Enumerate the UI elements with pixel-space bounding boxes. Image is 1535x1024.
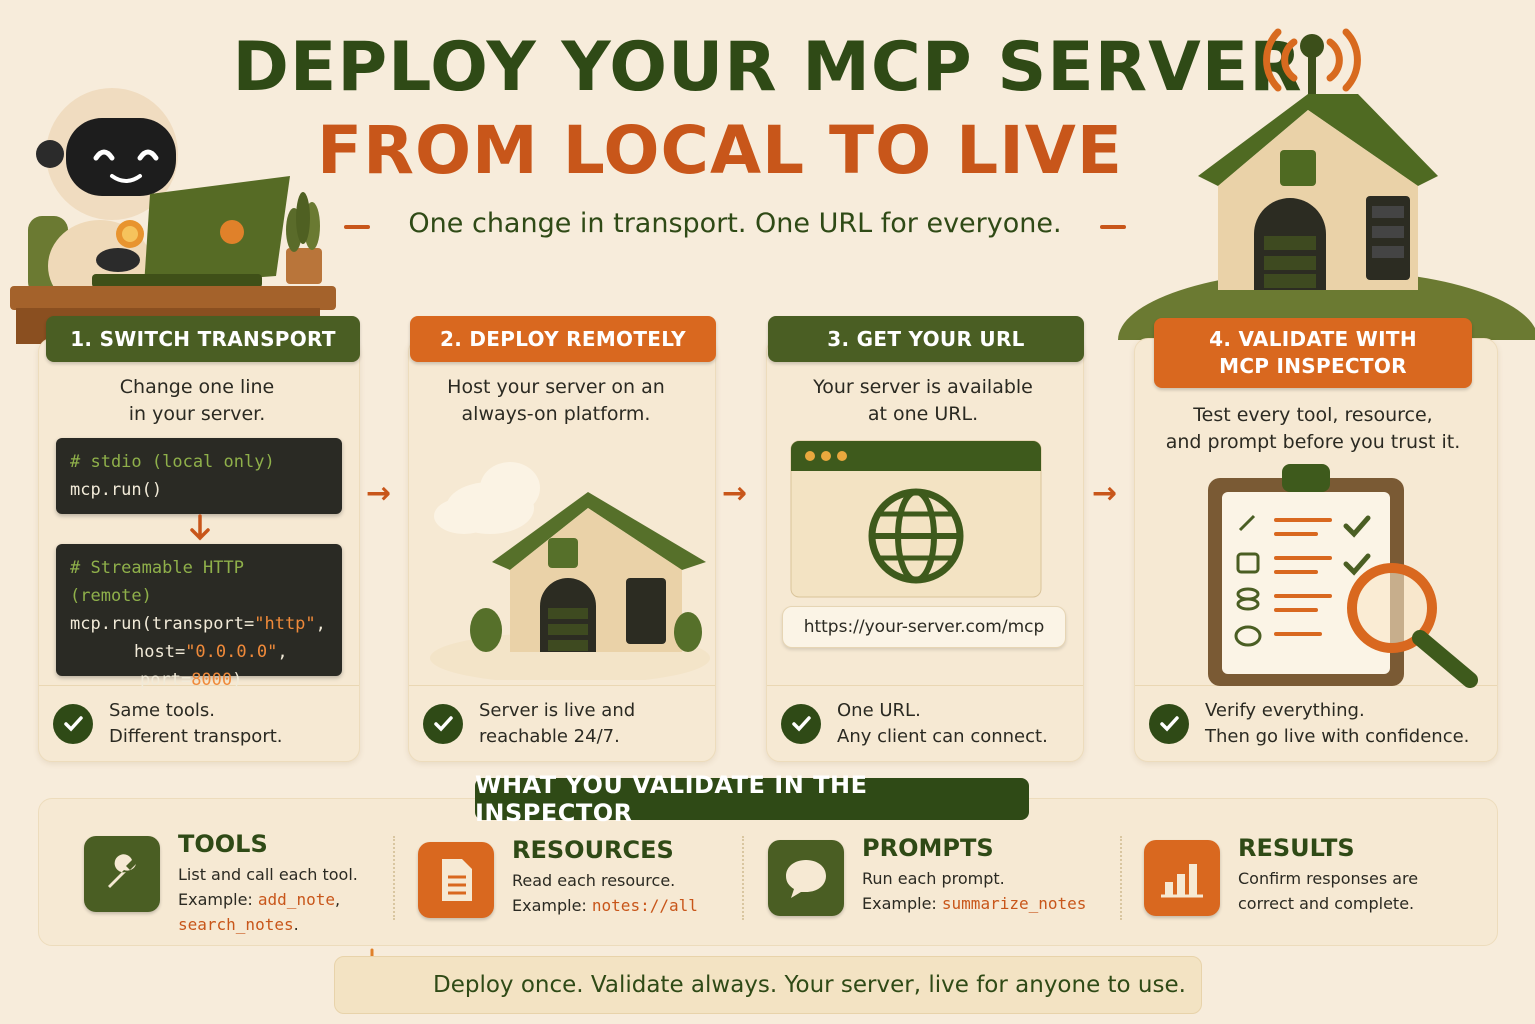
- validate-tools-example-end: .: [293, 915, 299, 934]
- validate-prompts-example: summarize_notes: [941, 894, 1087, 913]
- code-line-2-pre: host=: [134, 642, 186, 662]
- code-line-3-pre: port=: [140, 670, 192, 690]
- validate-prompts-example-label: Example:: [862, 894, 937, 913]
- code-line-3-post: ): [232, 670, 243, 690]
- step-1-footer-line-1: Same tools.: [109, 699, 215, 721]
- server-url[interactable]: https://your-server.com/mcp: [782, 606, 1066, 648]
- step-4-description: Test every tool, resource, and prompt be…: [1146, 402, 1480, 456]
- step-2-heading: 2. DEPLOY REMOTELY: [410, 316, 716, 362]
- checkmark-icon: [1149, 703, 1189, 744]
- checkmark-icon: [423, 703, 463, 744]
- validate-tools-heading: TOOLS: [178, 830, 268, 858]
- checkmark-icon: [781, 703, 821, 744]
- code-comment-remote: # Streamable HTTP (remote): [70, 558, 244, 606]
- step-4-footer-line-2: Then go live with confidence.: [1205, 725, 1470, 747]
- step-3-heading: 3. GET YOUR URL: [768, 316, 1084, 362]
- validate-item-prompts: PROMPTS Run each prompt. Example: summar…: [768, 834, 1086, 934]
- arrow-right-icon: →: [1092, 476, 1118, 511]
- step-4-heading-line-1: 4. VALIDATE WITH: [1209, 327, 1417, 351]
- validate-tools-example-2: search_notes: [178, 915, 294, 934]
- code-line-local: mcp.run(): [70, 480, 163, 500]
- validate-divider: [742, 836, 744, 920]
- validate-resources-example: notes://all: [591, 896, 698, 915]
- step-1-description: Change one line in your server.: [46, 374, 348, 428]
- validate-tools-line: List and call each tool.: [178, 865, 358, 884]
- step-1-desc-line-1: Change one line: [119, 376, 275, 398]
- validate-resources-heading: RESOURCES: [512, 836, 674, 864]
- title-line-1: DEPLOY YOUR MCP SERVER: [232, 28, 1303, 107]
- document-icon: [418, 842, 494, 918]
- code-line-2-str: "0.0.0.0": [185, 642, 278, 662]
- title-line-2: FROM LOCAL TO LIVE: [317, 112, 1123, 189]
- code-block-local: # stdio (local only) mcp.run(): [56, 438, 342, 514]
- validate-results-heading: RESULTS: [1238, 834, 1355, 862]
- house-server-illustration: [1118, 28, 1535, 340]
- step-4-footer: Verify everything. Then go live with con…: [1135, 685, 1497, 761]
- code-line-2-post: ,: [277, 642, 288, 662]
- step-3-footer: One URL. Any client can connect.: [767, 685, 1083, 761]
- step-3-desc-line-2: at one URL.: [867, 403, 979, 425]
- step-1-heading: 1. SWITCH TRANSPORT: [46, 316, 360, 362]
- subtitle-dash-left: [344, 225, 370, 229]
- validate-prompts-heading: PROMPTS: [862, 834, 994, 862]
- step-2-footer-line-1: Server is live and: [479, 699, 636, 721]
- arrow-right-icon: →: [722, 476, 748, 511]
- magnifying-glass-icon: [1347, 563, 1478, 688]
- step-1-desc-line-2: in your server.: [128, 403, 266, 425]
- step-2-desc-line-2: always-on platform.: [461, 403, 651, 425]
- validate-title: WHAT YOU VALIDATE IN THE INSPECTOR: [475, 771, 1029, 827]
- step-2-description: Host your server on an always-on platfor…: [408, 374, 704, 428]
- validate-tools-example-sep: ,: [334, 890, 341, 909]
- globe-icon: [868, 488, 964, 584]
- validate-results-line-1: Confirm responses are: [1238, 869, 1419, 888]
- step-4-heading-line-2: MCP INSPECTOR: [1219, 354, 1407, 378]
- arrow-down-icon: [190, 514, 210, 541]
- validate-results-line-2: correct and complete.: [1238, 894, 1415, 913]
- step-4-heading: 4. VALIDATE WITH MCP INSPECTOR: [1154, 318, 1472, 388]
- bottom-banner: Deploy once. Validate always. Your serve…: [334, 956, 1202, 1014]
- validate-resources-line: Read each resource.: [512, 871, 676, 890]
- code-line-1-post: ,: [315, 614, 326, 634]
- step-3-footer-line-2: Any client can connect.: [837, 725, 1048, 747]
- step-1-footer: Same tools. Different transport.: [39, 685, 359, 761]
- step-4-footer-line-1: Verify everything.: [1205, 699, 1365, 721]
- step-2-footer: Server is live and reachable 24/7.: [409, 685, 715, 761]
- code-line-1-pre: mcp.run(transport=: [70, 614, 255, 634]
- step-2-desc-line-1: Host your server on an: [447, 376, 665, 398]
- bar-chart-icon: [1144, 840, 1220, 916]
- validate-prompts-line: Run each prompt.: [862, 869, 1005, 888]
- code-comment-local: # stdio (local only): [70, 452, 275, 472]
- code-line-1-str: "http": [254, 614, 316, 634]
- validate-divider: [393, 836, 395, 920]
- validate-resources-example-label: Example:: [512, 896, 587, 915]
- validate-item-resources: RESOURCES Read each resource. Example: n…: [418, 836, 698, 936]
- validate-item-tools: TOOLS List and call each tool. Example: …: [84, 830, 358, 934]
- wrench-icon: [84, 836, 160, 912]
- step-4-desc-line-2: and prompt before you trust it.: [1165, 431, 1461, 453]
- code-block-remote: # Streamable HTTP (remote) mcp.run(trans…: [56, 544, 342, 690]
- subtitle-dash-right: [1100, 225, 1126, 229]
- chat-bubble-icon: [768, 840, 844, 916]
- step-2-footer-line-2: reachable 24/7.: [479, 725, 620, 747]
- step-4-desc-line-1: Test every tool, resource,: [1193, 404, 1433, 426]
- code-line-3-str: 8000: [191, 670, 233, 690]
- validate-tools-example-1: add_note: [257, 890, 335, 909]
- step-1-footer-line-2: Different transport.: [109, 725, 283, 747]
- cloud-house-illustration: [430, 462, 710, 680]
- arrow-right-icon: →: [366, 476, 392, 511]
- step-3-footer-line-1: One URL.: [837, 699, 921, 721]
- clipboard-checklist-illustration: [1208, 464, 1478, 688]
- robot-at-desk-illustration: [10, 88, 336, 344]
- validate-tools-example-label: Example:: [178, 890, 253, 909]
- validate-divider: [1120, 836, 1122, 920]
- browser-window-illustration: [790, 440, 1042, 598]
- subtitle: One change in transport. One URL for eve…: [408, 208, 1062, 239]
- step-3-desc-line-1: Your server is available: [813, 376, 1033, 398]
- checkmark-icon: [53, 703, 93, 744]
- validate-item-results: RESULTS Confirm responses are correct an…: [1144, 834, 1418, 934]
- step-3-description: Your server is available at one URL.: [766, 374, 1080, 428]
